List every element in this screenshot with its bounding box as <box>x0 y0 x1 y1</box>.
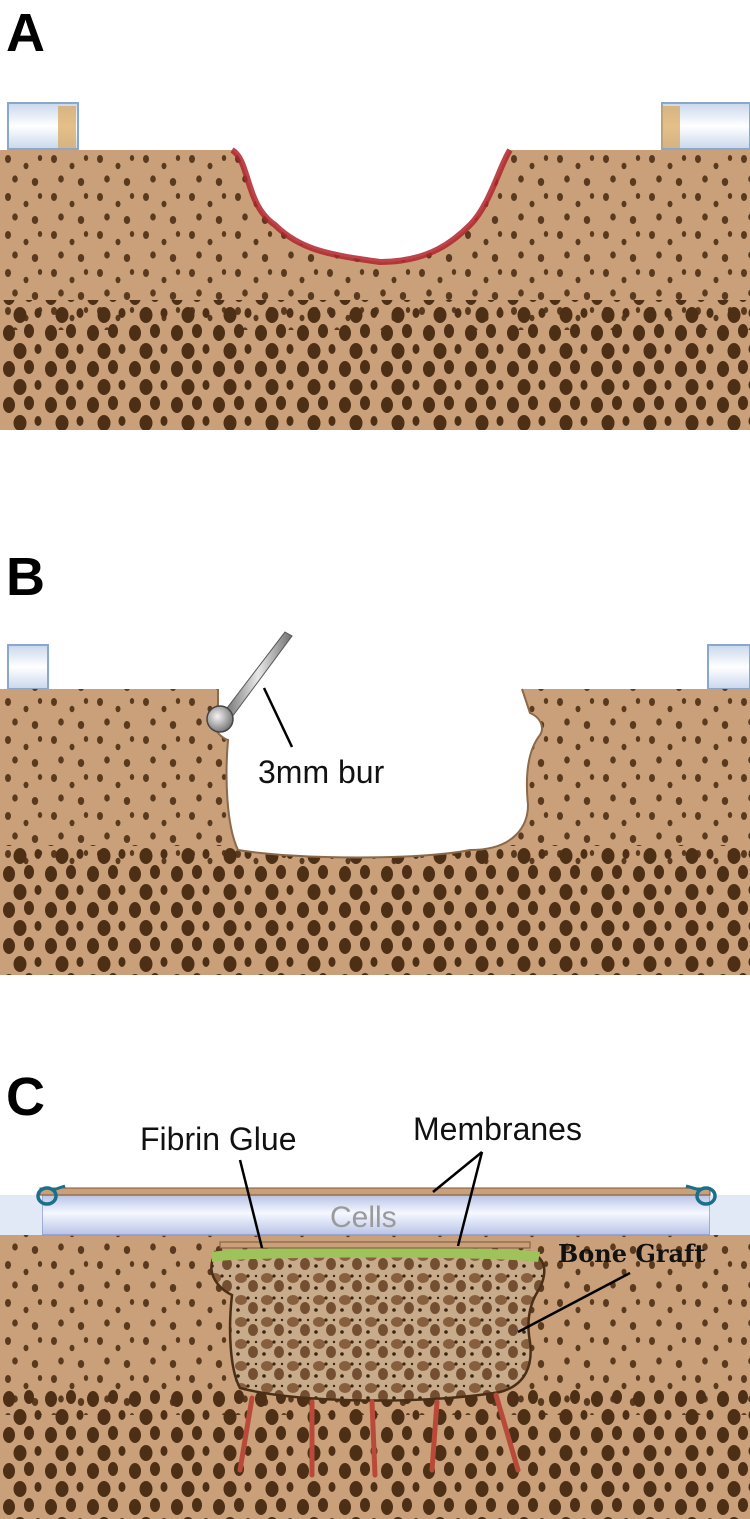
panel-b: B <box>0 505 750 985</box>
suture-left <box>36 1184 66 1206</box>
membranes-label: Membranes <box>413 1111 582 1147</box>
lower-membrane <box>219 1241 531 1249</box>
panel-a: A <box>0 0 750 480</box>
bone-graft-leader-line <box>517 1271 631 1334</box>
panel-letter-b: B <box>6 547 45 607</box>
panel-letter-c: C <box>6 1067 45 1127</box>
cartilage-left-b <box>7 644 49 690</box>
bur-head <box>206 705 234 733</box>
bur-leader-line <box>262 687 294 748</box>
panel-a-illustration <box>0 102 750 430</box>
fibrin-leader-line <box>238 1159 264 1249</box>
bur-label: 3mm bur <box>258 754 385 790</box>
top-membrane <box>39 1187 711 1196</box>
suture-right <box>685 1184 717 1206</box>
panel-c: C <box>0 1030 750 1519</box>
membranes-leader-top <box>432 1151 483 1193</box>
bone-graft-label: Bone Graft <box>558 1239 705 1268</box>
bur-instrument <box>206 631 293 733</box>
prepared-cavity-edge <box>211 688 543 859</box>
cells-label: Cells <box>330 1201 397 1234</box>
fibrin-label: Fibrin Glue <box>140 1121 297 1157</box>
bone-block-a <box>0 150 750 430</box>
bone-block-b <box>0 689 750 975</box>
cartilage-right-b <box>707 644 750 690</box>
cells-layer <box>41 1194 711 1236</box>
vessel-channels <box>237 1392 521 1478</box>
defect-bleeding-edge <box>230 147 513 266</box>
panel-b-illustration: 3mm bur <box>0 631 750 975</box>
membranes-leader-bottom <box>456 1151 484 1247</box>
fibrin-glue-layer <box>212 1247 540 1262</box>
panel-c-illustration: Fibrin Glue Membranes Cells Bone Graft <box>0 1111 750 1519</box>
bone-graft <box>210 1250 546 1402</box>
panel-letter-a: A <box>6 3 45 63</box>
